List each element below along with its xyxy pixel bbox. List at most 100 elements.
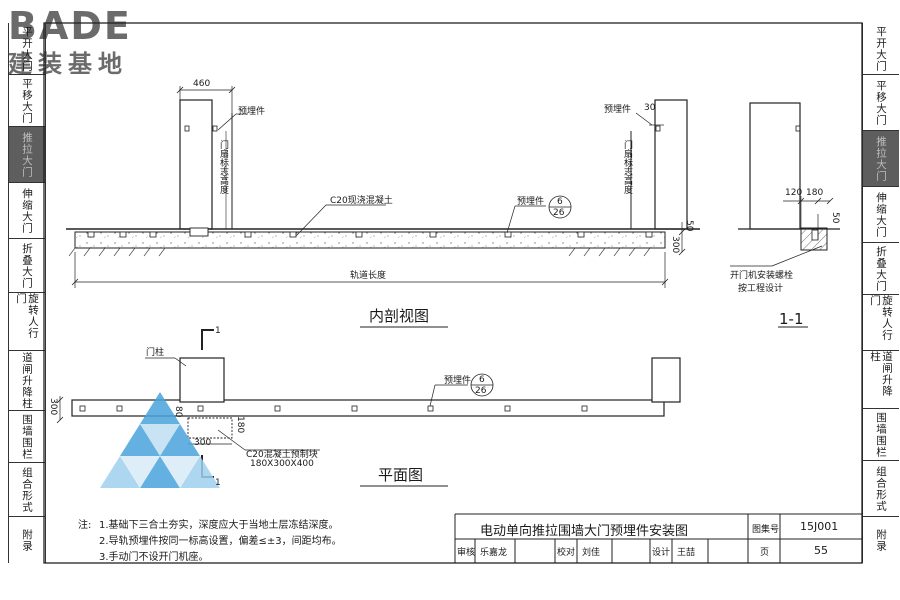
note-line-3: 3.手动门不设开门机座。 — [99, 552, 209, 563]
reviewer-name: 乐嘉龙 — [480, 548, 508, 558]
right-tab-5[interactable]: 旋转人行门 — [863, 295, 899, 351]
left-tab-3[interactable]: 伸缩大门 — [9, 183, 45, 239]
design-label: 设计 — [652, 548, 671, 558]
left-tab-7-label: 围墙围栏 — [21, 413, 33, 460]
label-embed-mid: 预埋件 — [517, 197, 545, 207]
dim-post-width: 460 — [193, 79, 211, 89]
left-tab-5[interactable]: 旋转人行门 — [9, 293, 45, 351]
page-number: 55 — [814, 544, 828, 557]
detail-note-line2: 按工程设计 — [738, 284, 784, 294]
ref-den-section: 26 — [553, 208, 565, 218]
atlas-label: 图集号 — [752, 525, 780, 535]
left-tab-4[interactable]: 折叠大门 — [9, 239, 45, 293]
logo-brand: BADE — [8, 4, 132, 48]
cut-mark-bottom: 1 — [215, 478, 221, 488]
right-tab-3-label: 伸缩大门 — [875, 191, 887, 238]
cut-mark-top: 1 — [215, 326, 221, 336]
right-tab-6[interactable]: 道闸升降柱 — [863, 351, 899, 409]
left-tab-8-label: 组合形式 — [21, 466, 33, 513]
drawing-title: 电动单向推拉围墙大门预埋件安装图 — [480, 524, 689, 539]
label-post: 门柱 — [146, 348, 165, 358]
section-view-title: 内剖视图 — [369, 307, 430, 325]
plan-view-title: 平面图 — [378, 466, 424, 484]
ref-num-section: 6 — [557, 197, 563, 207]
left-tab-6[interactable]: 道闸升降柱 — [9, 351, 45, 411]
page-label: 页 — [760, 548, 770, 558]
title-block-grid — [454, 513, 862, 563]
left-tab-1[interactable]: 平移大门 — [9, 75, 45, 127]
plan-view-geometry — [56, 329, 681, 487]
left-tab-1-label: 平移大门 — [21, 77, 33, 124]
left-tab-2[interactable]: 推拉大门 — [9, 127, 45, 183]
left-tab-2-label: 推拉大门 — [21, 131, 33, 178]
label-embed-left: 预埋件 — [238, 107, 266, 117]
dim-300-plan-left: 300 — [48, 398, 58, 416]
detail-title: 1-1 — [779, 310, 804, 328]
dim-180-plan: 180 — [235, 416, 245, 434]
left-tab-9-label: 附录 — [21, 528, 33, 552]
right-tab-7[interactable]: 围墙围栏 — [863, 409, 899, 461]
section-view-geometry — [66, 86, 700, 328]
precast-label-line2: 180X300X400 — [250, 459, 314, 469]
review-label: 审核 — [457, 548, 476, 558]
detail-1-1-geometry — [730, 102, 840, 328]
right-tab-5-label: 旋转人行门 — [869, 295, 893, 341]
note-line-1: 1.基础下三合土夯实，深度应大于当地土层冻结深度。 — [99, 520, 339, 531]
left-tab-3-label: 伸缩大门 — [21, 187, 33, 234]
right-tab-4-label: 折叠大门 — [875, 245, 887, 292]
right-tab-2[interactable]: 推拉大门 — [863, 131, 899, 187]
right-tab-4[interactable]: 折叠大门 — [863, 243, 899, 295]
label-concrete: C20现浇混凝土 — [330, 196, 393, 206]
label-embed-right: 预埋件 — [604, 105, 632, 115]
dim-300-plan-bottom: 300 — [194, 438, 212, 448]
watermark-logo — [100, 392, 220, 488]
notes-prefix: 注: — [78, 520, 92, 531]
label-door-height-right: 门扇标志高度 — [622, 140, 632, 194]
left-tab-4-label: 折叠大门 — [21, 242, 33, 289]
dim-50-detail: 50 — [830, 212, 840, 224]
right-tab-9-label: 附录 — [875, 528, 887, 552]
right-tab-6-label: 道闸升降柱 — [869, 351, 893, 397]
label-track-length: 轨道长度 — [350, 271, 387, 281]
right-tab-column: 平开大门 平移大门 推拉大门 伸缩大门 折叠大门 旋转人行门 道闸升降柱 围墙围… — [862, 23, 899, 563]
detail-note-line1: 开门机安装螺栓 — [730, 271, 794, 281]
designer-name: 王喆 — [677, 548, 696, 558]
right-tab-2-label: 推拉大门 — [875, 135, 887, 182]
left-tab-column: 平开大门 平移大门 推拉大门 伸缩大门 折叠大门 旋转人行门 道闸升降柱 围墙围… — [8, 23, 46, 563]
ref-num-plan: 6 — [479, 375, 485, 385]
dim-300-section: 300 — [670, 236, 680, 254]
right-tab-9[interactable]: 附录 — [863, 517, 899, 563]
right-tab-7-label: 围墙围栏 — [875, 411, 887, 458]
label-embed-plan: 预埋件 — [444, 376, 472, 386]
dim-50-section: 50 — [684, 220, 694, 232]
left-tab-9[interactable]: 附录 — [9, 517, 45, 563]
precast-label-line1: C20混凝土预制块 — [246, 450, 318, 460]
right-tab-3[interactable]: 伸缩大门 — [863, 187, 899, 243]
left-tab-6-label: 道闸升降柱 — [21, 351, 33, 410]
logo-subtitle: 建装基地 — [8, 50, 128, 78]
right-tab-8-label: 组合形式 — [875, 465, 887, 512]
ref-den-plan: 26 — [475, 386, 487, 396]
checker-name: 刘佳 — [582, 548, 601, 558]
right-tab-8[interactable]: 组合形式 — [863, 461, 899, 517]
left-tab-5-label: 旋转人行门 — [15, 293, 39, 339]
note-line-2: 2.导轨预埋件按同一标高设置，偏差≤±3，间距均布。 — [99, 536, 342, 547]
right-tab-0-label: 平开大门 — [875, 25, 887, 72]
label-door-height-left: 门扇标志高度 — [218, 140, 228, 194]
right-tab-1[interactable]: 平移大门 — [863, 75, 899, 131]
check-label: 校对 — [557, 548, 576, 558]
right-tab-0[interactable]: 平开大门 — [863, 23, 899, 75]
logo: BADE 建装基地 — [8, 4, 132, 79]
dim-80: 80 — [173, 406, 183, 418]
dim-120: 120 — [785, 188, 803, 198]
atlas-number: 15J001 — [800, 520, 839, 533]
left-tab-0[interactable]: 平开大门 — [9, 23, 45, 75]
left-tab-8[interactable]: 组合形式 — [9, 463, 45, 517]
left-tab-0-label: 平开大门 — [21, 25, 33, 72]
right-tab-1-label: 平移大门 — [875, 79, 887, 126]
dim-30: 30 — [644, 103, 656, 113]
dim-180: 180 — [806, 188, 824, 198]
left-tab-7[interactable]: 围墙围栏 — [9, 411, 45, 463]
